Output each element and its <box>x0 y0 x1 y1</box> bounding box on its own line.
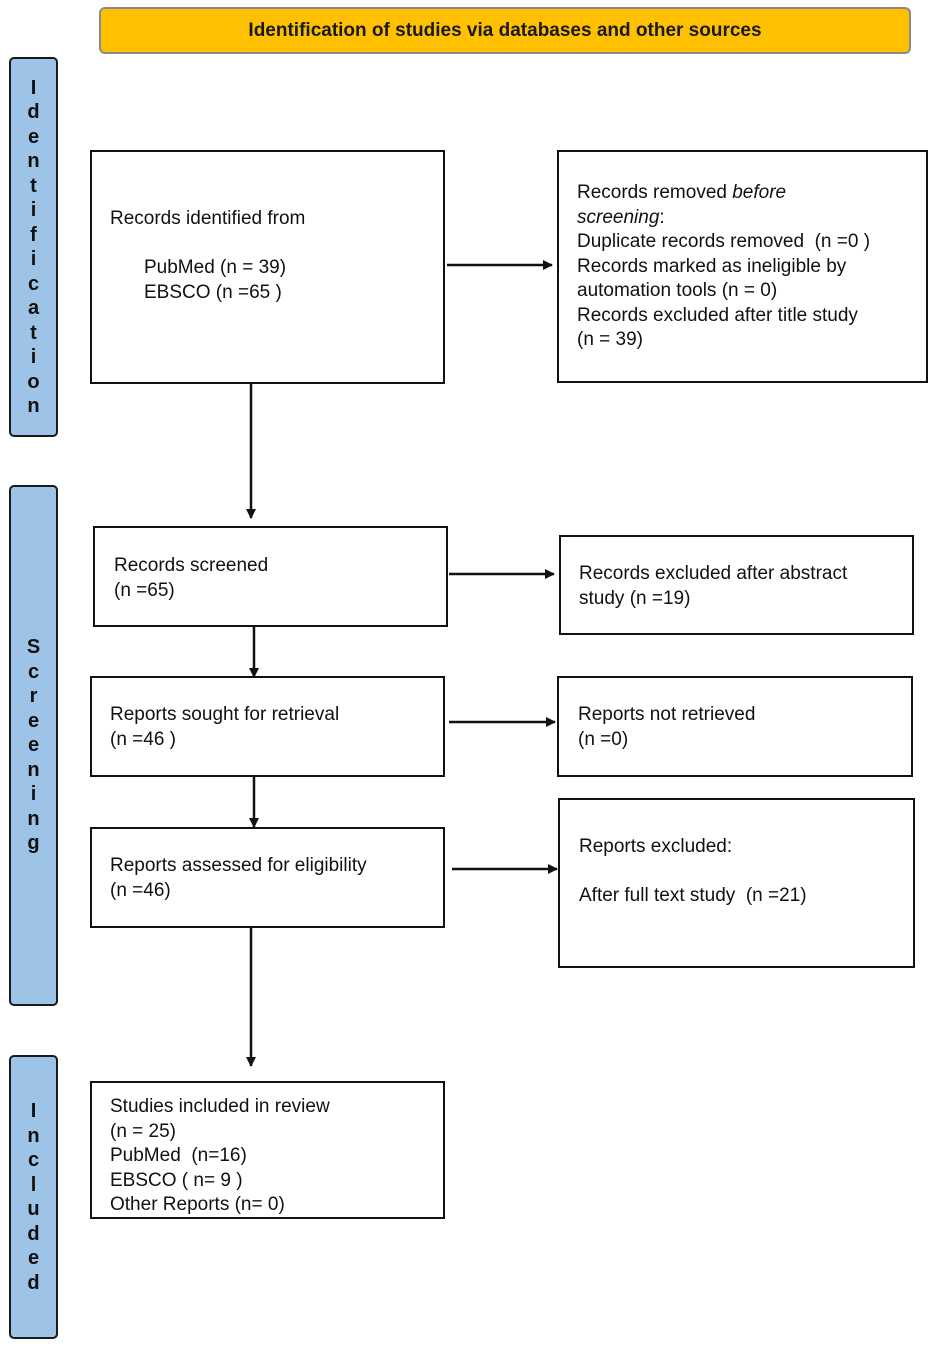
records-identified-box: Records identified from PubMed (n = 39) … <box>90 150 445 384</box>
phase-included-label: I n c l u d e d <box>27 1100 40 1294</box>
records-removed-title-cont: screening: <box>577 206 926 231</box>
studies-included-pubmed: PubMed (n=16) <box>110 1145 247 1166</box>
not-retrieved-label: Reports not retrieved <box>578 704 756 725</box>
abstract-excluded-line1: Records excluded after abstract <box>579 563 848 584</box>
studies-included-count: (n = 25) <box>110 1120 177 1142</box>
reports-assessed-box: Reports assessed for eligibility (n =46) <box>90 827 445 928</box>
phase-identification-label: I d e n t i f i c a t i o n <box>27 76 40 418</box>
reports-excluded-reason: After full text study (n =21) <box>579 885 807 906</box>
duplicate-records: Duplicate records removed (n =0 ) <box>577 231 871 252</box>
records-removed-title-text: Records removed <box>577 182 733 203</box>
records-removed-title-italic: before <box>732 182 787 203</box>
records-screened-box: Records screened (n =65) <box>93 526 448 627</box>
not-retrieved-box: Reports not retrieved (n =0) <box>557 676 913 777</box>
records-identified-heading: Records identified from <box>110 208 306 229</box>
reports-sought-count: (n =46 ) <box>110 728 177 750</box>
header-title: Identification of studies via databases … <box>248 19 762 41</box>
abstract-excluded-box: Records excluded after abstract study (n… <box>559 535 914 635</box>
studies-included-ebsco: EBSCO ( n= 9 ) <box>110 1169 243 1191</box>
ineligible-records-line2: automation tools (n = 0) <box>577 280 778 301</box>
reports-sought-label: Reports sought for retrieval <box>110 704 340 725</box>
reports-excluded-box: Reports excluded: After full text study … <box>558 798 915 968</box>
title-excluded-line1: Records excluded after title study <box>577 304 858 326</box>
records-removed-title-italic2: screening <box>577 206 660 228</box>
phase-included: I n c l u d e d <box>9 1055 58 1339</box>
records-removed-title: Records removed before <box>577 181 926 206</box>
reports-sought-box: Reports sought for retrieval (n =46 ) <box>90 676 445 777</box>
studies-included-other: Other Reports (n= 0) <box>110 1194 285 1215</box>
ineligible-records-line1: Records marked as ineligible by <box>577 255 847 277</box>
records-removed-title-colon: : <box>659 206 665 228</box>
abstract-excluded-line2: study (n =19) <box>579 587 691 609</box>
records-screened-count: (n =65) <box>114 579 175 601</box>
not-retrieved-count: (n =0) <box>578 728 629 750</box>
studies-included-box: Studies included in review (n = 25) PubM… <box>90 1081 445 1219</box>
records-identified-ebsco: EBSCO (n =65 ) <box>144 281 282 303</box>
reports-assessed-label: Reports assessed for eligibility <box>110 855 367 876</box>
phase-identification: I d e n t i f i c a t i o n <box>9 57 58 437</box>
records-screened-label: Records screened <box>114 555 269 576</box>
title-excluded-line2: (n = 39) <box>577 329 644 350</box>
reports-excluded-label: Reports excluded: <box>579 836 733 857</box>
phase-screening: S c r e e n i n g <box>9 485 58 1006</box>
studies-included-label: Studies included in review <box>110 1096 330 1117</box>
header-banner: Identification of studies via databases … <box>99 7 911 54</box>
reports-assessed-count: (n =46) <box>110 879 171 901</box>
records-identified-pubmed: PubMed (n = 39) <box>144 257 287 278</box>
phase-screening-label: S c r e e n i n g <box>26 636 41 855</box>
records-removed-box: Records removed before screening: Duplic… <box>557 150 928 383</box>
